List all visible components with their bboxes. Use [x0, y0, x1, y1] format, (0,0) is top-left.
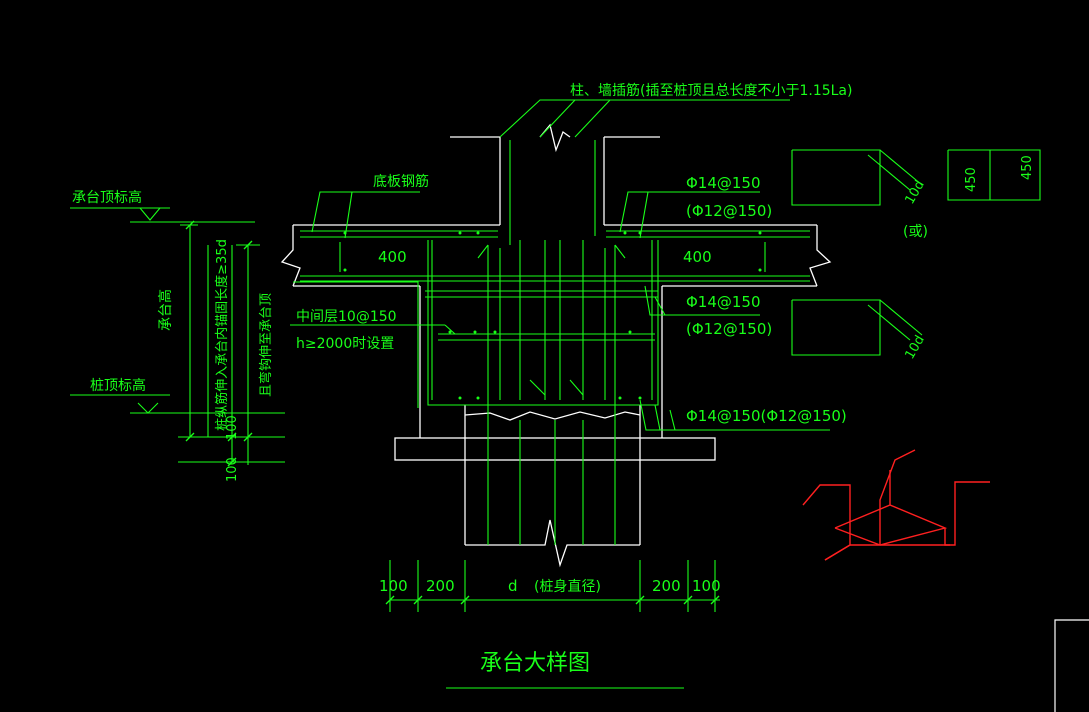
rebar-lines: [70, 99, 1041, 689]
rebar-mid-spec: Φ14@150: [686, 293, 761, 311]
rebar-top-spec: Φ14@150: [686, 174, 761, 192]
pile-anchor-note-2: 且弯钩伸至承台顶: [258, 293, 274, 397]
rebar-top-alt-spec: (Φ12@150): [686, 202, 772, 220]
dim-200-left: 200: [426, 577, 455, 595]
rebar-mid-alt-spec: (Φ12@150): [686, 320, 772, 338]
drawing-title: 承台大样图: [480, 651, 590, 676]
box-450-label-a: 450: [964, 167, 979, 192]
dim-100-vertical-upper: 100: [225, 415, 240, 440]
rebar-bottom-spec: Φ14@150(Φ12@150): [686, 407, 847, 425]
rebar-dots: [343, 231, 762, 400]
dim-200-right: 200: [652, 577, 681, 595]
dim-100-left: 100: [379, 577, 408, 595]
dim-d-note: (桩身直径): [534, 578, 601, 595]
dim-d: d: [508, 577, 518, 595]
pile-anchor-note-1: 桩纵筋伸入承台内锚固长度≥35d: [214, 239, 230, 431]
middle-layer-condition: h≥2000时设置: [296, 336, 394, 352]
dim-100-vertical-lower: 100: [225, 457, 240, 482]
bottom-rebar-label: 底板钢筋: [373, 173, 429, 190]
annotations: 柱、墙插筋(插至桩顶且总长度不小于1.15La) 底板钢筋 承台顶标高 桩顶标高…: [72, 82, 1035, 676]
red-stirrup-sketch: [802, 449, 990, 561]
cap-height-label: 承台高: [157, 289, 174, 331]
dim-100-right: 100: [692, 577, 721, 595]
cap-top-elevation-label: 承台顶标高: [72, 189, 142, 206]
right-400-dimension: 400: [683, 248, 712, 266]
box-450-label-b: 450: [1020, 155, 1035, 180]
pile-top-elevation-label: 桩顶标高: [90, 377, 146, 394]
dimension-ticks: [185, 220, 720, 605]
middle-layer-spec: 中间层10@150: [296, 309, 397, 325]
hook-or-label: (或): [903, 224, 928, 240]
left-400-dimension: 400: [378, 248, 407, 266]
sheet-frame: [1054, 619, 1089, 712]
column-dowel-note: 柱、墙插筋(插至桩顶且总长度不小于1.15La): [570, 82, 852, 99]
hook-10d-top-label: 10d: [902, 178, 927, 207]
